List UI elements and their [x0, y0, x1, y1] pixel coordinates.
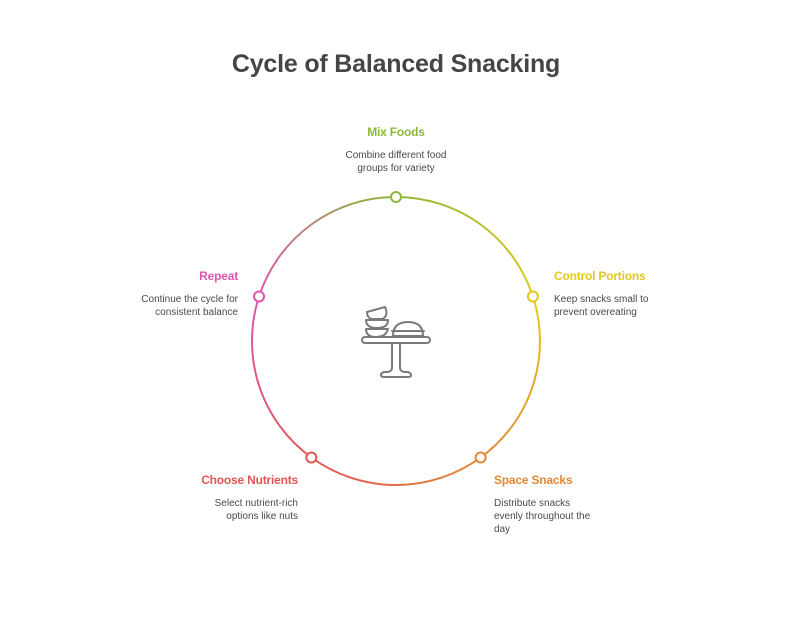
step-mix-foods: Mix Foods Combine different food groups … [311, 125, 481, 175]
cycle-arc [480, 296, 541, 459]
cycle-arc [251, 296, 312, 459]
cycle-arcs [251, 196, 541, 486]
cycle-node [305, 451, 318, 464]
cycle-arc [310, 456, 482, 486]
step-choose-nutrients: Choose Nutrients Select nutrient-rich op… [188, 473, 298, 523]
step-repeat: Repeat Continue the cycle for consistent… [128, 269, 238, 319]
cycle-nodes [253, 191, 539, 464]
cycle-node [526, 290, 539, 303]
step-description: Combine different food groups for variet… [345, 150, 447, 174]
step-space-snacks: Space Snacks Distribute snacks evenly th… [494, 473, 599, 536]
step-description: Continue the cycle for consistent balanc… [141, 294, 238, 318]
cycle-arc [395, 196, 534, 297]
cycle-node [390, 191, 402, 203]
step-description: Distribute snacks evenly throughout the … [494, 498, 591, 535]
step-description: Select nutrient-rich options like nuts [214, 498, 298, 522]
step-label: Repeat [199, 269, 238, 283]
diagram-title: Cycle of Balanced Snacking [231, 50, 561, 78]
step-label: Choose Nutrients [201, 473, 298, 487]
step-control-portions: Control Portions Keep snacks small to pr… [554, 269, 664, 319]
step-description: Keep snacks small to prevent overeating [554, 294, 649, 318]
step-label: Space Snacks [494, 473, 573, 487]
step-label: Control Portions [554, 269, 646, 283]
cycle-arc [258, 196, 397, 297]
step-label: Mix Foods [367, 125, 425, 139]
cake-stand-with-bowls-icon [361, 306, 431, 378]
cycle-node [474, 451, 487, 464]
cycle-node [253, 290, 266, 303]
